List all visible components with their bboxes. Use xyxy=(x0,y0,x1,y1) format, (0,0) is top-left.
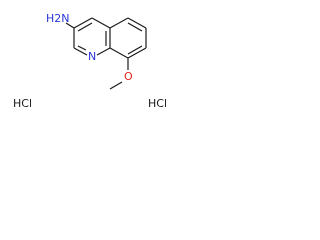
bond-c7-c8 xyxy=(127,47,147,59)
bond-c8-c8a xyxy=(109,47,129,59)
double-bond-n1-c2 xyxy=(77,45,87,51)
double-bond-c7-c8 xyxy=(127,45,143,55)
pyridine-ring xyxy=(73,17,111,56)
ring-nitrogen-label: N xyxy=(88,50,96,63)
hcl-right-label: HCl xyxy=(148,97,167,110)
hcl-left-label: HCl xyxy=(13,97,32,110)
structure-canvas: H2N N O HCl HCl xyxy=(13,12,167,110)
bond-c4a-c5 xyxy=(109,17,129,29)
bond-n1-c2 xyxy=(73,47,88,56)
bond-c3-nh2 xyxy=(65,22,75,29)
benzene-ring xyxy=(109,17,147,59)
oxygen-label: O xyxy=(124,70,133,83)
double-bond-c5-c6 xyxy=(127,22,143,32)
bond-c8a-n1 xyxy=(96,47,111,56)
amine-label: H2N xyxy=(46,12,70,25)
bond-c5-c6 xyxy=(127,17,147,29)
double-bond-c3-c4 xyxy=(77,22,93,32)
bond-c3-c4 xyxy=(73,17,93,29)
bond-o-ch3 xyxy=(109,81,123,90)
substituent-bonds xyxy=(65,22,129,90)
bond-c4-c4a xyxy=(91,17,111,29)
